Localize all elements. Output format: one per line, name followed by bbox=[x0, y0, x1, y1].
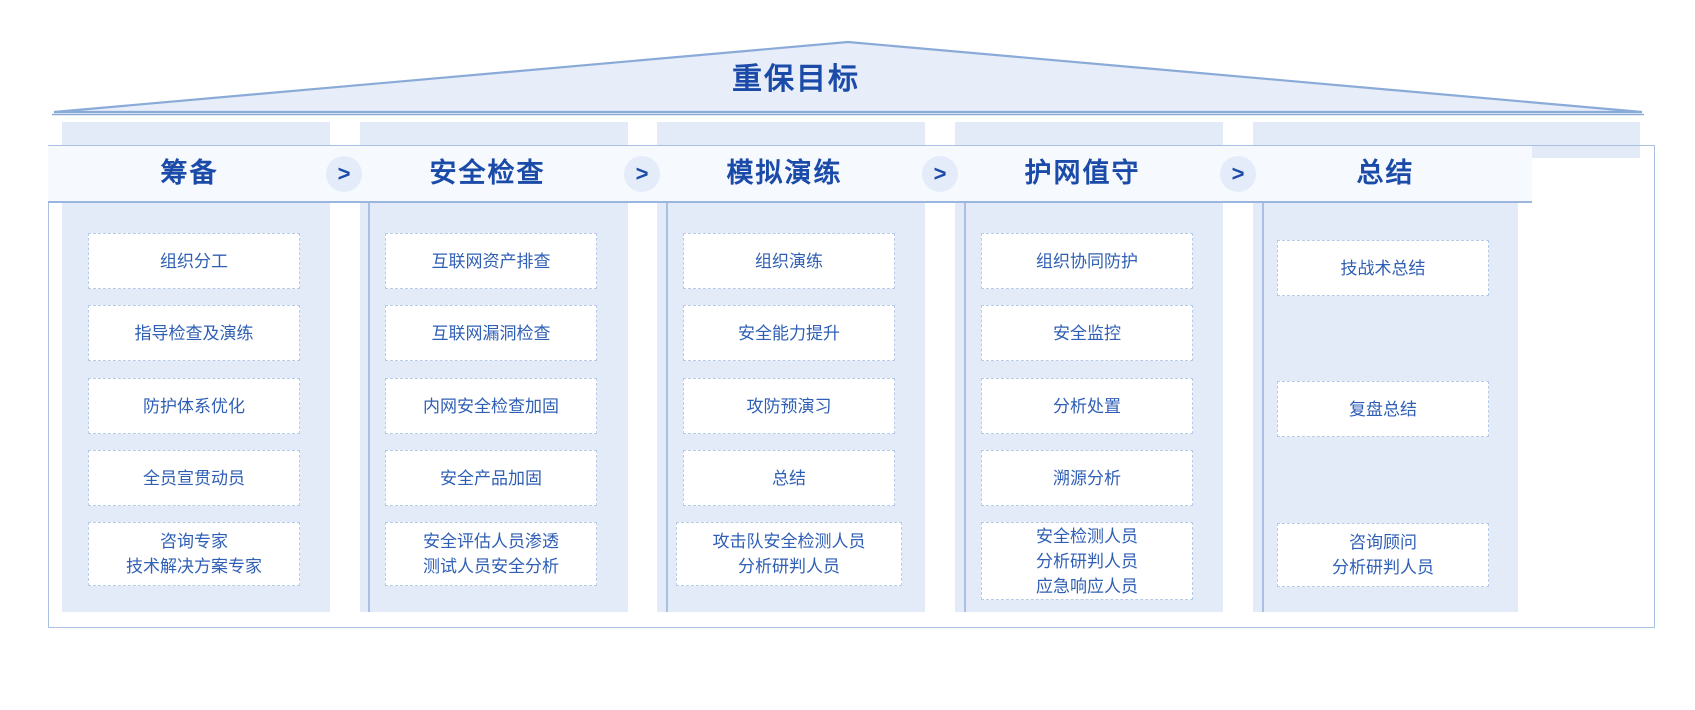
phase-title-3[interactable]: 模拟演练 bbox=[726, 158, 843, 188]
phase-5-item-2[interactable]: 复盘总结 bbox=[1277, 381, 1489, 437]
goal-roof-shape bbox=[52, 40, 1644, 116]
phase-title-2[interactable]: 安全检查 bbox=[429, 158, 546, 188]
column-divider-2 bbox=[666, 203, 668, 612]
phase-title-1[interactable]: 筹备 bbox=[160, 158, 219, 188]
chevron-right-icon-1: > bbox=[326, 156, 362, 192]
phase-title-4[interactable]: 护网值守 bbox=[1024, 158, 1141, 188]
column-divider-1 bbox=[368, 203, 370, 612]
phase-2-item-4[interactable]: 安全产品加固 bbox=[385, 450, 597, 506]
chevron-right-icon-4: > bbox=[1220, 156, 1256, 192]
phase-5-item-1[interactable]: 技战术总结 bbox=[1277, 240, 1489, 296]
phase-1-item-2[interactable]: 指导检查及演练 bbox=[88, 305, 300, 361]
phase-3-item-1[interactable]: 组织演练 bbox=[683, 233, 895, 289]
phase-2-item-1[interactable]: 互联网资产排查 bbox=[385, 233, 597, 289]
phase-1-item-3[interactable]: 防护体系优化 bbox=[88, 378, 300, 434]
phase-4-item-3[interactable]: 分析处置 bbox=[981, 378, 1193, 434]
phase-1-item-4[interactable]: 全员宣贯动员 bbox=[88, 450, 300, 506]
phase-3-item-4[interactable]: 总结 bbox=[683, 450, 895, 506]
process-frame bbox=[48, 145, 1655, 628]
phase-5-item-3[interactable]: 咨询顾问 分析研判人员 bbox=[1277, 523, 1489, 587]
phase-title-5[interactable]: 总结 bbox=[1356, 158, 1415, 188]
phase-header-band bbox=[48, 146, 1532, 203]
phase-4-item-5[interactable]: 安全检测人员 分析研判人员 应急响应人员 bbox=[981, 522, 1193, 600]
chevron-right-icon-3: > bbox=[922, 156, 958, 192]
goal-title: 重保目标 bbox=[732, 63, 860, 96]
column-divider-3 bbox=[964, 203, 966, 612]
phase-4-item-1[interactable]: 组织协同防护 bbox=[981, 233, 1193, 289]
phase-1-item-1[interactable]: 组织分工 bbox=[88, 233, 300, 289]
column-divider-4 bbox=[1262, 203, 1264, 612]
chevron-right-icon-2: > bbox=[624, 156, 660, 192]
phase-2-item-2[interactable]: 互联网漏洞检查 bbox=[385, 305, 597, 361]
phase-4-item-4[interactable]: 溯源分析 bbox=[981, 450, 1193, 506]
phase-4-item-2[interactable]: 安全监控 bbox=[981, 305, 1193, 361]
phase-3-item-2[interactable]: 安全能力提升 bbox=[683, 305, 895, 361]
phase-2-item-5[interactable]: 安全评估人员渗透 测试人员安全分析 bbox=[385, 522, 597, 586]
phase-1-item-5[interactable]: 咨询专家 技术解决方案专家 bbox=[88, 522, 300, 586]
phase-3-item-3[interactable]: 攻防预演习 bbox=[683, 378, 895, 434]
phase-3-item-5[interactable]: 攻击队安全检测人员 分析研判人员 bbox=[676, 522, 902, 586]
phase-2-item-3[interactable]: 内网安全检查加固 bbox=[385, 378, 597, 434]
